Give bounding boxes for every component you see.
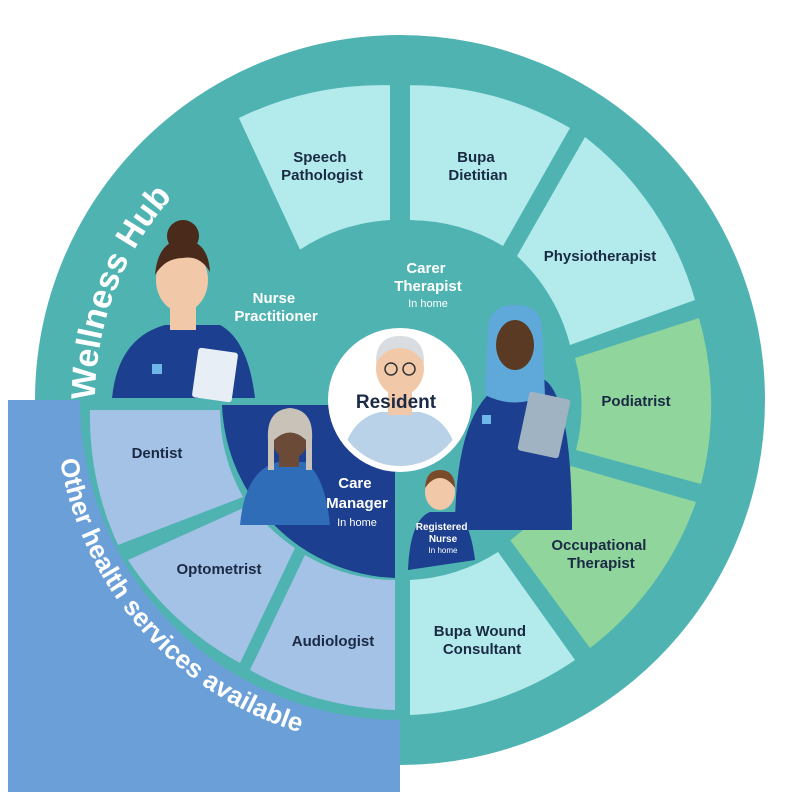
sub-care-manager: In home <box>337 517 377 529</box>
segment-dentist[interactable] <box>89 410 244 545</box>
label-occupational-therapist: Occupational Therapist <box>551 537 650 572</box>
sub-carer-therapist: In home <box>408 298 448 310</box>
segment-podiatrist[interactable] <box>575 318 712 484</box>
resident-label: Resident <box>356 392 437 413</box>
segment-audiologist[interactable] <box>250 555 395 710</box>
label-registered-nurse: Registered Nurse <box>416 522 470 545</box>
outer-segments <box>89 85 712 715</box>
care-manager-figure <box>240 408 330 525</box>
label-bupa-dietitian: Bupa Dietitian <box>448 149 507 184</box>
sub-registered-nurse: In home <box>429 546 458 555</box>
segment-bupa-dietitian[interactable] <box>410 85 570 247</box>
label-carer-therapist: Carer Therapist <box>394 260 462 295</box>
nurse-practitioner-figure <box>112 220 255 403</box>
carer-therapist-figure <box>455 305 572 530</box>
label-dentist: Dentist <box>132 445 183 462</box>
label-audiologist: Audiologist <box>292 633 375 650</box>
resident-figure <box>334 334 466 466</box>
segment-optometrist[interactable] <box>128 505 295 663</box>
label-care-manager: Care Manager <box>326 475 388 512</box>
label-nurse-practitioner: Nurse Practitioner <box>234 290 318 325</box>
label-optometrist: Optometrist <box>176 561 261 578</box>
label-speech-pathologist: Speech Pathologist <box>281 149 363 184</box>
label-bupa-wound-consultant: Bupa Wound Consultant <box>434 623 530 658</box>
label-podiatrist: Podiatrist <box>601 393 670 410</box>
inner-carer-therapist[interactable] <box>305 219 500 345</box>
segment-physiotherapist[interactable] <box>517 137 695 345</box>
segment-bupa-wound-consultant[interactable] <box>410 552 575 715</box>
other-services-ring <box>8 400 400 792</box>
label-physiotherapist: Physiotherapist <box>544 248 657 265</box>
segment-speech-pathologist[interactable] <box>238 85 390 250</box>
